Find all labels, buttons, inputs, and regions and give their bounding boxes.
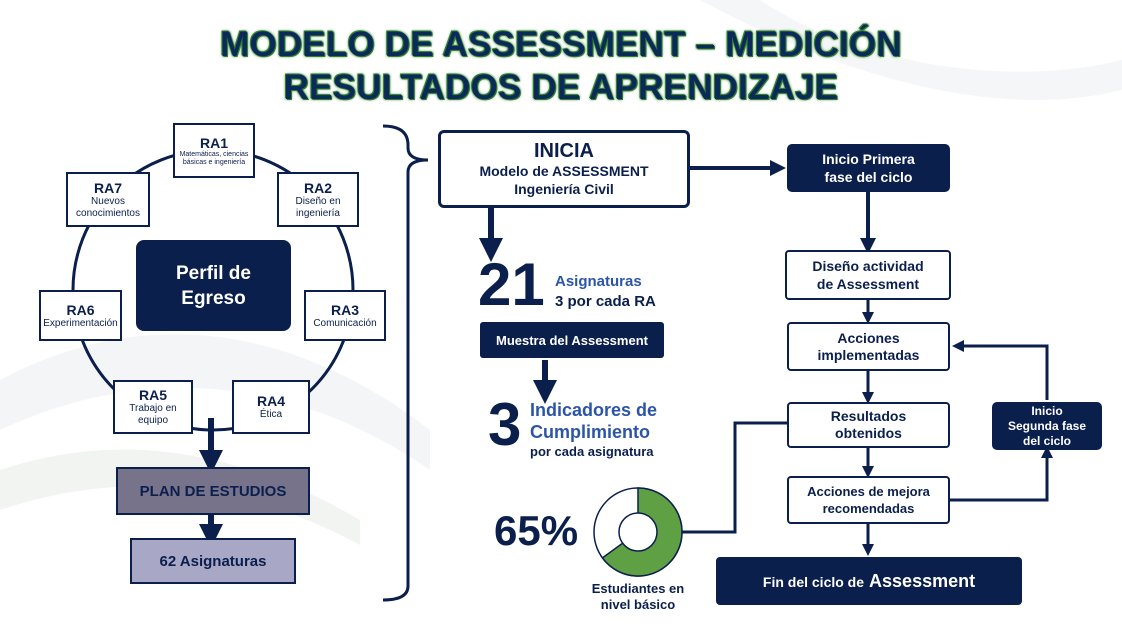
ra7-desc: Nuevos conocimientos	[76, 195, 140, 219]
inicia-line2: Ingeniería Civil	[514, 181, 614, 197]
asignaturas-62-label: 62 Asignaturas	[159, 552, 267, 570]
inicia-line1: Modelo de ASSESSMENT	[479, 163, 649, 179]
inicio-segunda-fase-box: Inicio Segunda fase del ciclo	[992, 402, 1102, 450]
ra4-code: RA4	[256, 393, 285, 409]
indicadores-label-line3: por cada asignatura	[530, 444, 654, 459]
ra5-code: RA5	[138, 387, 167, 403]
estudiantes-percent: 65%	[494, 507, 579, 554]
fin-word: Assessment	[869, 570, 976, 591]
diseno-line2: de Assessment	[816, 276, 920, 292]
ra6-box: RA6 Experimentación	[39, 290, 122, 341]
estudiantes-caption-line1: Estudiantes en	[591, 581, 685, 596]
ra1-code: RA1	[199, 134, 228, 151]
perfil-egreso-box: Perfil de Egreso	[136, 240, 291, 331]
mejora-line2: recomendadas	[822, 501, 915, 516]
inicia-title: INICIA	[534, 140, 594, 162]
ra2-box: RA2 Diseño en ingeniería	[277, 172, 359, 227]
line-pie-to-resultados	[682, 421, 788, 534]
acciones-mejora-box: Acciones de mejora recomendadas	[787, 476, 950, 524]
segunda-line1: Inicio	[1031, 403, 1063, 418]
page-title-line2: RESULTADOS DE APRENDIZAJE	[283, 68, 839, 107]
page-title-line1: MODELO DE ASSESSMENT – MEDICIÓN	[220, 25, 902, 64]
diseno-actividad-box: Diseño actividad de Assessment	[785, 250, 951, 300]
asignaturas-number: 21	[478, 251, 545, 318]
fin-ciclo-box: Fin del ciclo de Assessment	[716, 557, 1022, 605]
estudiantes-caption-line2: nivel básico	[600, 597, 676, 612]
acciones-line2: implementadas	[817, 346, 920, 363]
ra5-desc: Trabajo en equipo	[129, 403, 177, 426]
estudiantes-donut	[593, 487, 683, 577]
ra6-desc: Experimentación	[43, 317, 118, 329]
perfil-label-line1: Perfil de	[176, 262, 251, 284]
ra4-desc: Ética	[259, 409, 283, 420]
asignaturas-62-box: 62 Asignaturas	[130, 538, 296, 584]
arrow-segunda-to-acciones	[952, 340, 1049, 400]
indicadores-label-line2: Cumplimiento	[530, 422, 650, 442]
muestra-box: Muestra del Assessment	[480, 322, 664, 358]
segunda-line2: Segunda fase	[1007, 418, 1087, 433]
ra6-code: RA6	[66, 301, 95, 318]
acciones-line1: Acciones	[837, 329, 900, 346]
ra2-code: RA2	[303, 179, 332, 196]
fin-prefix: Fin del ciclo de	[762, 573, 865, 590]
resultados-obtenidos-box: Resultados obtenidos	[787, 402, 950, 448]
ra7-code: RA7	[93, 179, 122, 196]
plan-estudios-box: PLAN DE ESTUDIOS	[116, 467, 310, 515]
plan-estudios-label: PLAN DE ESTUDIOS	[139, 482, 287, 500]
fin-ciclo-label: Fin del ciclo de Assessment	[763, 571, 975, 592]
ra3-code: RA3	[330, 301, 359, 318]
acciones-implementadas-box: Acciones implementadas	[787, 322, 950, 371]
ra1-box: RA1 Matemáticas, ciencias básicas e inge…	[173, 123, 255, 178]
indicadores-label-line1: Indicadores de	[530, 400, 658, 420]
asignaturas-label-line1: Asignaturas	[555, 273, 642, 290]
asignaturas-label-line2: 3 por cada RA	[555, 293, 656, 310]
perfil-label-line2: Egreso	[181, 287, 246, 309]
indicadores-number: 3	[488, 391, 522, 458]
ra4-box: RA4 Ética	[232, 380, 310, 434]
bracket	[382, 124, 429, 602]
inicio-primera-fase-box: Inicio Primera fase del ciclo	[787, 144, 950, 192]
ra7-box: RA7 Nuevos conocimientos	[66, 172, 150, 227]
ra3-desc: Comunicación	[313, 317, 377, 329]
ra3-box: RA3 Comunicación	[304, 290, 386, 341]
diseno-line1: Diseño actividad	[812, 258, 924, 274]
mejora-line1: Acciones de mejora	[807, 484, 930, 499]
donut-hole	[618, 512, 658, 552]
resultados-line1: Resultados	[830, 408, 907, 424]
segunda-line3: del ciclo	[1022, 433, 1072, 448]
primera-line1: Inicio Primera	[822, 151, 915, 167]
resultados-line2: obtenidos	[835, 425, 902, 441]
muestra-label: Muestra del Assessment	[496, 332, 648, 348]
primera-line2: fase del ciclo	[824, 169, 913, 185]
ra2-desc: Diseño en ingeniería	[295, 195, 341, 219]
inicia-box: INICIA Modelo de ASSESSMENT Ingeniería C…	[438, 130, 690, 208]
arrow-mejora-to-segunda	[950, 446, 1053, 502]
ra1-desc: Matemáticas, ciencias básicas e ingenier…	[179, 150, 249, 166]
ra5-box: RA5 Trabajo en equipo	[113, 380, 193, 434]
